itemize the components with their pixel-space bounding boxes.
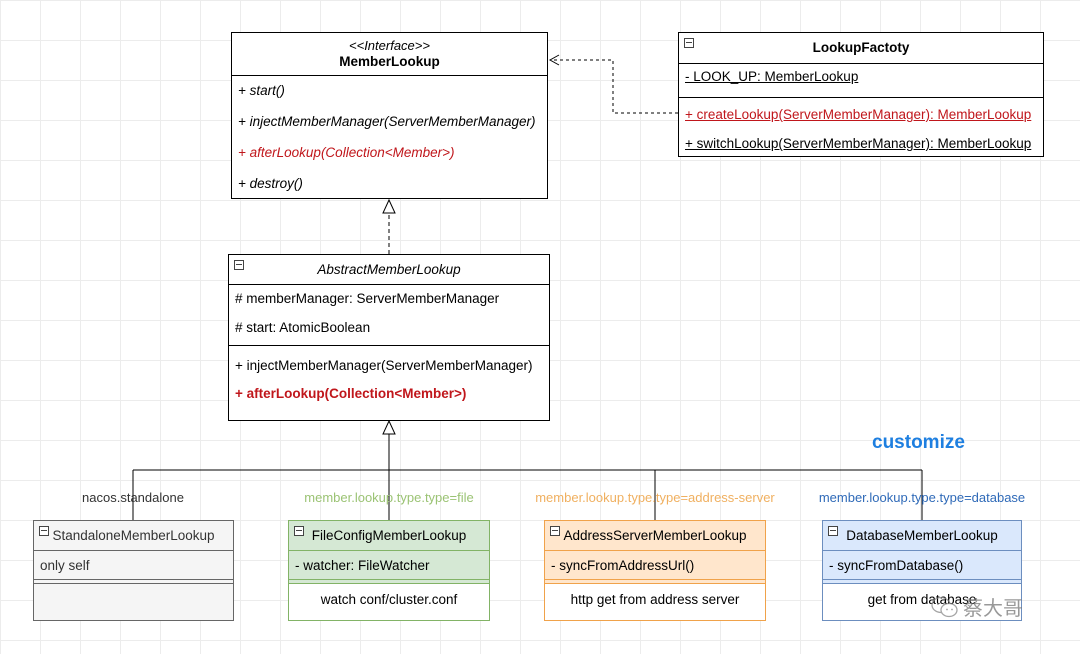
standalone-member-lookup-title: StandaloneMemberLookup xyxy=(52,528,215,543)
condition-label-file: member.lookup.type.type=file xyxy=(304,490,474,505)
condition-label-address-server: member.lookup.type.type=address-server xyxy=(535,490,775,505)
inheritance-arrowhead xyxy=(382,419,396,435)
abstract-member-lookup-class-box[interactable]: AbstractMemberLookup # memberManager: Se… xyxy=(228,254,550,421)
condition-label-database: member.lookup.type.type=database xyxy=(818,490,1026,505)
field-start: # start: AtomicBoolean xyxy=(235,320,371,335)
field-watcher: - watcher: FileWatcher xyxy=(295,558,430,573)
watermark: 蔡大哥 xyxy=(930,592,1023,621)
database-member-lookup-box[interactable]: DatabaseMemberLookup - syncFromDatabase(… xyxy=(822,520,1022,621)
lookup-factory-title: LookupFactoty xyxy=(812,40,910,55)
collapse-icon[interactable] xyxy=(684,38,694,48)
field-look-up: - LOOK_UP: MemberLookup xyxy=(685,69,859,84)
dependency-line xyxy=(551,59,678,114)
collapse-icon[interactable] xyxy=(294,526,304,536)
collapse-icon[interactable] xyxy=(234,260,244,270)
address-server-member-lookup-box[interactable]: AddressServerMemberLookup - syncFromAddr… xyxy=(544,520,766,621)
method-sync-from-address-url: - syncFromAddressUrl() xyxy=(551,558,695,573)
method-sync-from-database: - syncFromDatabase() xyxy=(829,558,964,573)
collapse-icon[interactable] xyxy=(39,526,49,536)
note-watch-cluster-conf: watch conf/cluster.conf xyxy=(320,592,458,607)
field-member-manager: # memberManager: ServerMemberManager xyxy=(235,291,500,306)
member-lookup-title: MemberLookup xyxy=(339,54,440,69)
method-create-lookup: + createLookup(ServerMemberManager): Mem… xyxy=(685,107,1032,122)
method-after-lookup: + afterLookup(Collection<Member>) xyxy=(238,145,455,160)
field-only-self: only self xyxy=(40,558,90,573)
collapse-icon[interactable] xyxy=(550,526,560,536)
method-after-lookup: + afterLookup(Collection<Member>) xyxy=(235,386,467,401)
method-destroy: + destroy() xyxy=(238,176,303,191)
address-server-member-lookup-title: AddressServerMemberLookup xyxy=(563,528,747,543)
file-config-member-lookup-box[interactable]: FileConfigMemberLookup - watcher: FileWa… xyxy=(288,520,490,621)
note-http-get-address-server: http get from address server xyxy=(570,592,740,607)
dependency-arrowhead xyxy=(548,54,560,66)
wechat-icon xyxy=(931,596,958,617)
member-lookup-interface-box[interactable]: <<Interface>> MemberLookup + start() + i… xyxy=(231,32,548,199)
method-start: + start() xyxy=(238,83,285,98)
collapse-icon[interactable] xyxy=(828,526,838,536)
interface-stereotype: <<Interface>> xyxy=(349,38,430,53)
watermark-text: 蔡大哥 xyxy=(963,598,1023,620)
condition-label-standalone: nacos.standalone xyxy=(82,490,184,505)
lookup-factory-class-box[interactable]: LookupFactoty - LOOK_UP: MemberLookup + … xyxy=(678,32,1044,157)
method-inject-member-manager: + injectMemberManager(ServerMemberManage… xyxy=(235,358,533,373)
database-member-lookup-title: DatabaseMemberLookup xyxy=(846,528,998,543)
file-config-member-lookup-title: FileConfigMemberLookup xyxy=(311,528,467,543)
method-switch-lookup: + switchLookup(ServerMemberManager): Mem… xyxy=(685,136,1032,151)
customize-label: customize xyxy=(872,432,965,453)
realization-arrowhead xyxy=(382,198,396,214)
standalone-member-lookup-box[interactable]: StandaloneMemberLookup only self xyxy=(33,520,234,621)
abstract-member-lookup-title: AbstractMemberLookup xyxy=(317,262,461,277)
method-inject-member-manager: + injectMemberManager(ServerMemberManage… xyxy=(238,114,536,129)
